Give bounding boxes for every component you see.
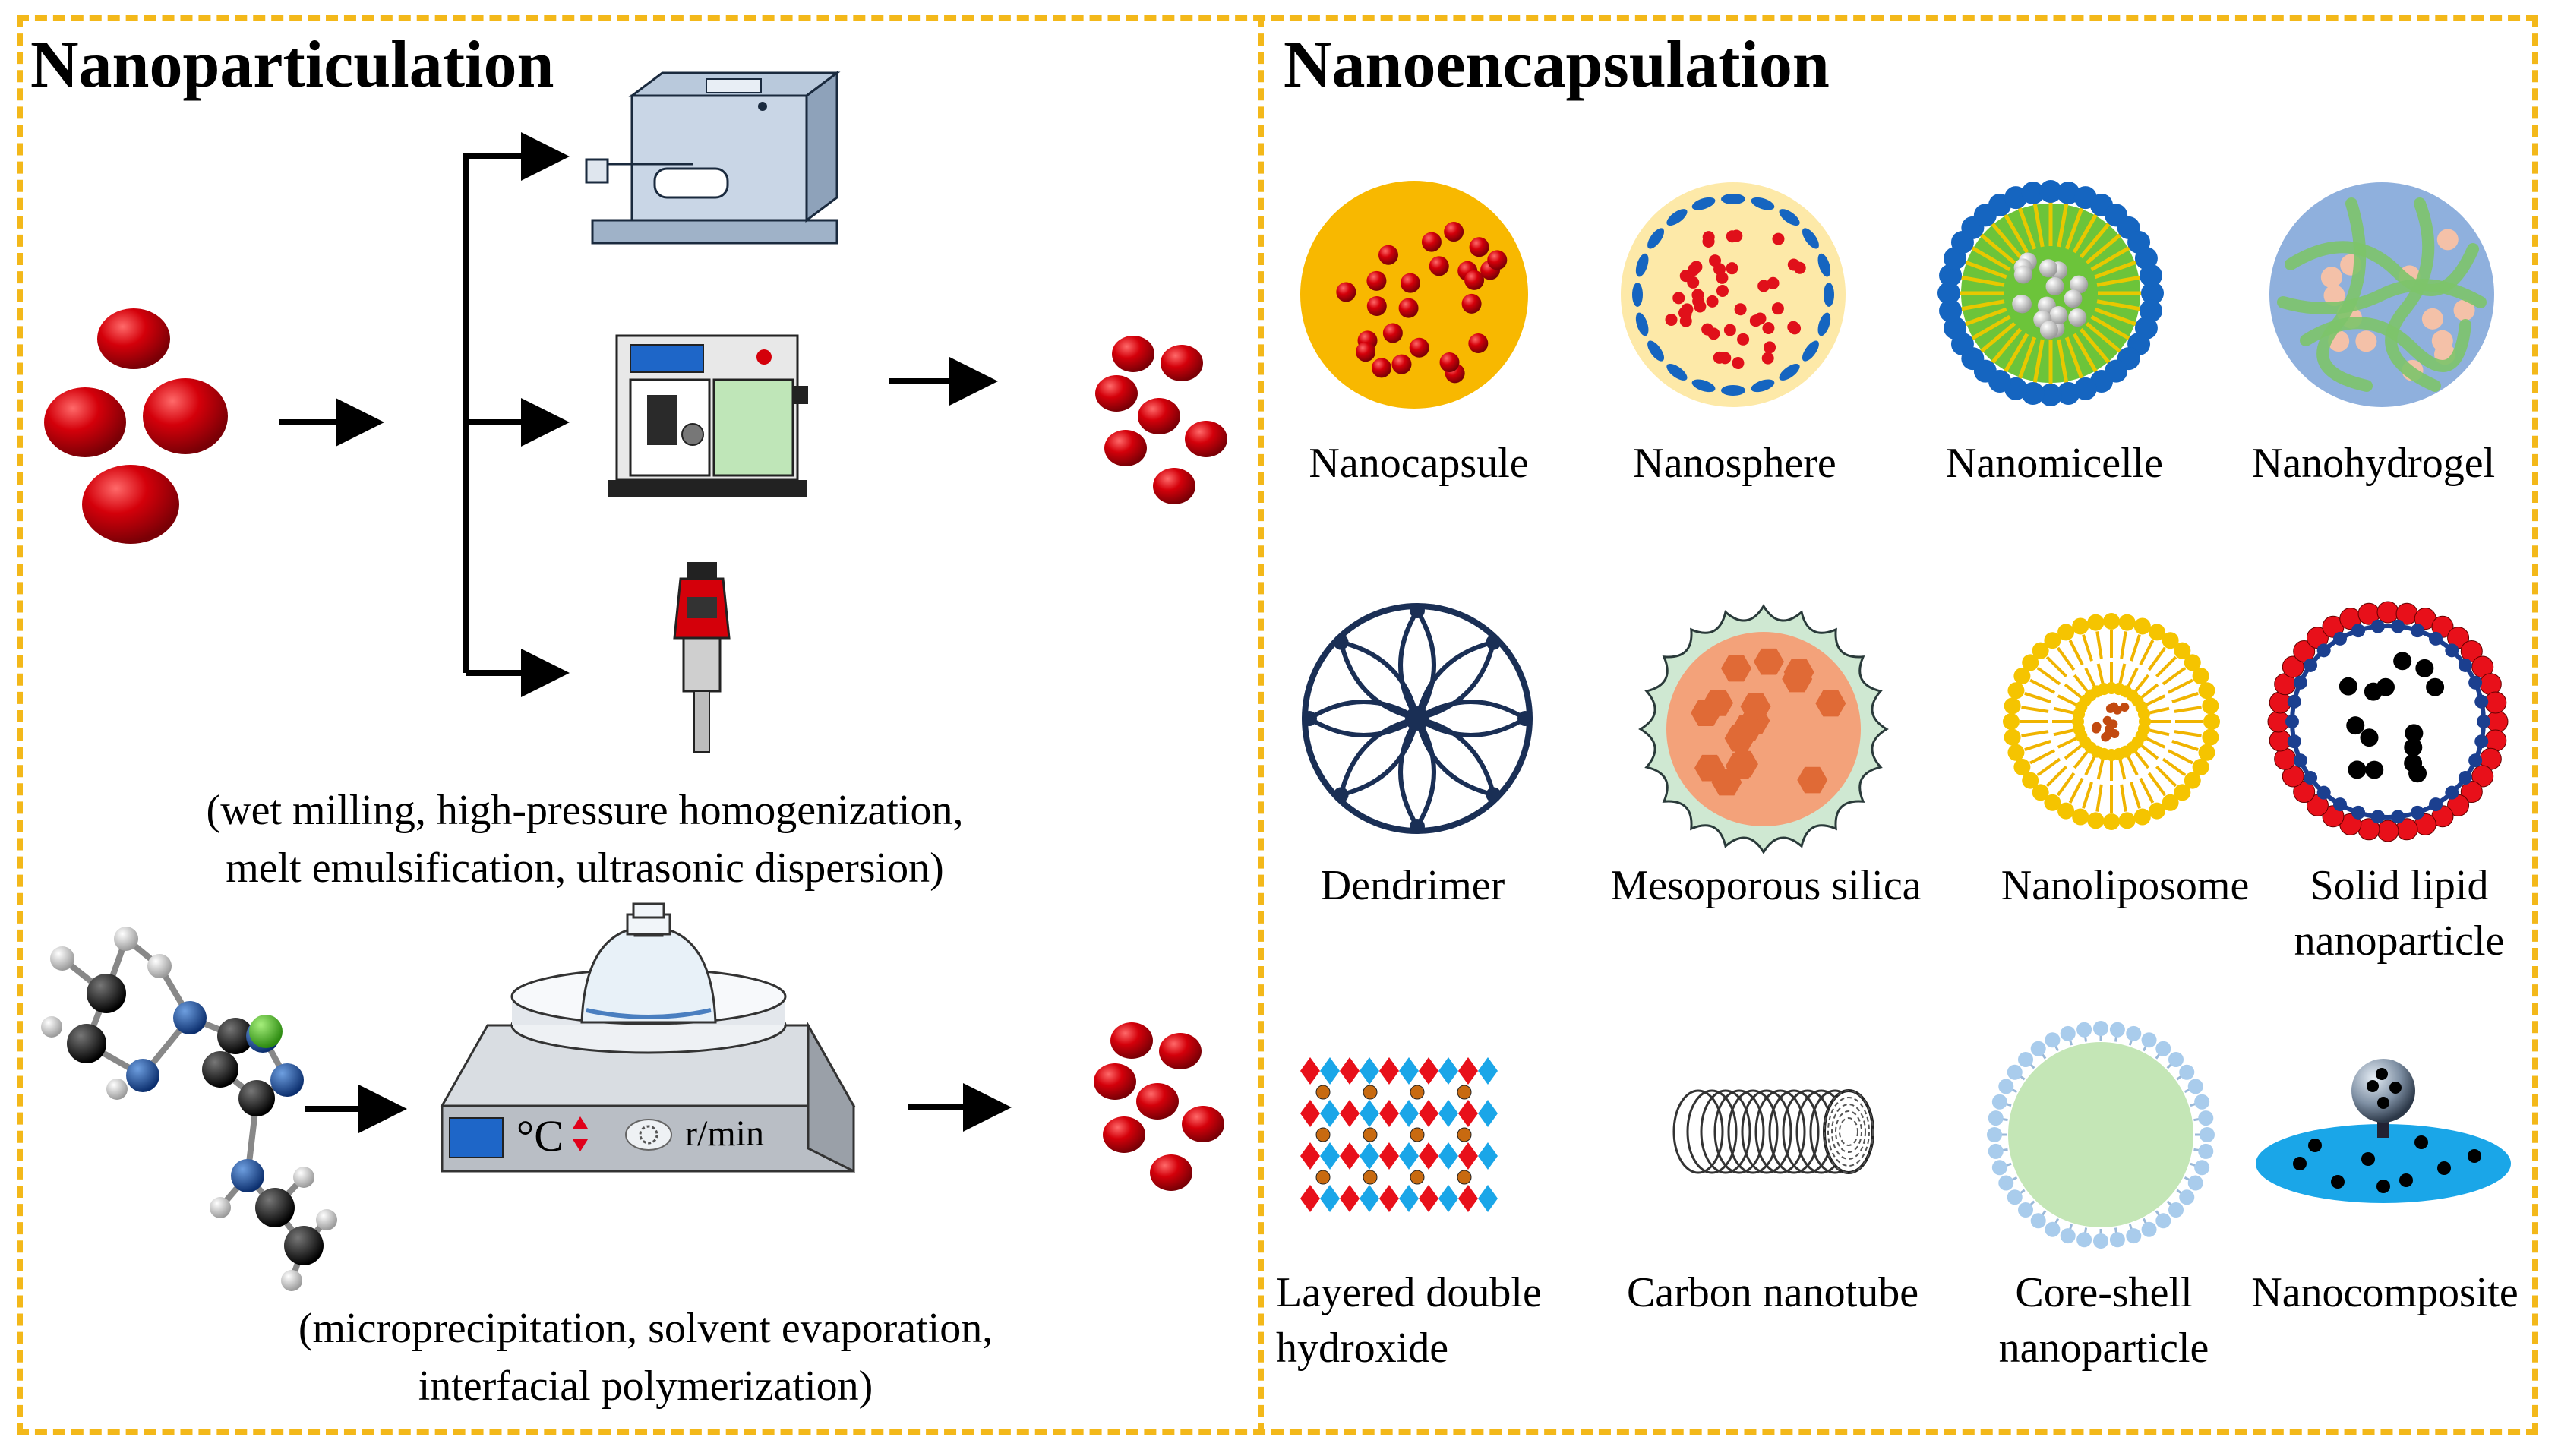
nanoencapsulation-title: Nanoencapsulation — [1284, 28, 1830, 102]
nanosphere-icon — [1621, 182, 1846, 407]
ultrasonic-probe-icon — [673, 562, 731, 753]
mesoporous-silica-label: Mesoporous silica — [1610, 862, 1922, 909]
bottom-methods-caption: (microprecipitation, solvent evaporation… — [159, 1300, 1132, 1415]
nanomicelle-icon — [1937, 180, 2164, 406]
layered-double-hydroxide-label: Layered double hydroxide — [1276, 1265, 1595, 1376]
panel-divider — [1258, 15, 1264, 1435]
branching-arrows — [463, 132, 570, 697]
nanocapsule-label: Nanocapsule — [1309, 440, 1529, 487]
nanoparticulation-title: Nanoparticulation — [30, 28, 554, 102]
hotplate-stirrer-icon — [440, 902, 856, 1173]
homogenizer-icon — [608, 334, 808, 497]
solid-lipid-label-line2: nanoparticle — [2294, 917, 2505, 965]
solid-lipid-label-line1: Solid lipid — [2310, 862, 2489, 909]
nanomicelle-label: Nanomicelle — [1945, 440, 2164, 487]
ldh-label-line1: Layered double — [1276, 1269, 1542, 1316]
large-particles-icon — [44, 308, 228, 544]
nanoliposome-icon — [2003, 613, 2220, 830]
nanocapsule-icon — [1300, 181, 1528, 409]
nanoparticles-output-icon — [1095, 336, 1227, 504]
top-methods-caption-line1: (wet milling, high-pressure homogenizati… — [206, 787, 964, 834]
carbon-nanotube-label: Carbon nanotube — [1626, 1269, 1919, 1316]
nanocomposite-label: Nanocomposite — [2251, 1269, 2519, 1316]
bottom-methods-caption-line1: (microprecipitation, solvent evaporation… — [298, 1305, 993, 1352]
figure-border — [17, 15, 2538, 1435]
nanohydrogel-label: Nanohydrogel — [2251, 440, 2496, 487]
layered-double-hydroxide-icon — [1300, 1057, 1498, 1212]
dendrimer-label: Dendrimer — [1320, 862, 1505, 909]
ldh-label-line2: hydroxide — [1276, 1324, 1449, 1372]
mesoporous-silica-icon — [1638, 604, 1889, 854]
top-methods-caption: (wet milling, high-pressure homogenizati… — [106, 782, 1063, 897]
core-shell-label-line2: nanoparticle — [1998, 1324, 2209, 1372]
nanosphere-label: Nanosphere — [1633, 440, 1836, 487]
speed-unit-label: r/min — [685, 1113, 764, 1154]
molecule-atoms — [41, 927, 337, 1291]
carbon-nanotube-icon — [1672, 1089, 1874, 1174]
core-shell-nanoparticle-icon — [1987, 1021, 2215, 1249]
nanohydrogel-icon — [2269, 182, 2494, 407]
temperature-unit-label: °C — [516, 1111, 564, 1161]
nanoliposome-label: Nanoliposome — [2001, 862, 2250, 909]
core-shell-label-line1: Core-shell — [2015, 1269, 2193, 1316]
dendrimer-icon — [1302, 603, 1533, 834]
bottom-methods-caption-line2: interfacial polymerization) — [418, 1362, 873, 1410]
core-shell-nanoparticle-label: Core-shell nanoparticle — [1960, 1265, 2248, 1376]
nanocomposite-icon — [2256, 1059, 2511, 1203]
solid-lipid-nanoparticle-icon — [2267, 601, 2509, 842]
wet-mill-icon — [585, 71, 841, 245]
solid-lipid-nanoparticle-label: Solid lipid nanoparticle — [2274, 858, 2525, 969]
top-methods-caption-line2: melt emulsification, ultrasonic dispersi… — [226, 844, 944, 892]
nanoparticles-output-2-icon — [1094, 1022, 1224, 1191]
